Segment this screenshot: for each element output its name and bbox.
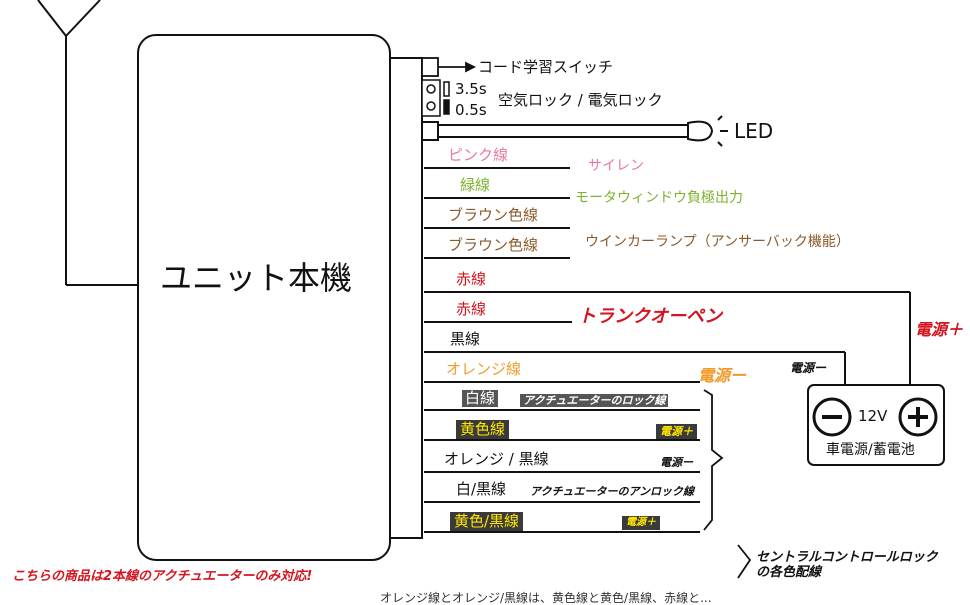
- lock-time-jumper: [421, 79, 450, 117]
- wire-name-label: ブラウン色線: [448, 236, 539, 254]
- unit-body: [137, 34, 391, 561]
- battery: [807, 384, 945, 466]
- wire-name-label: 緑線: [460, 176, 491, 194]
- wire-name-label: 黄色線: [456, 420, 510, 439]
- wire-function-label: アクチュエーターのアンロック線: [530, 485, 695, 498]
- wire-function-label: トランクオーペン: [578, 306, 722, 327]
- wire-name-label: 白線: [462, 390, 499, 407]
- wire-function-label: ウインカーランプ（アンサーバック機能）: [585, 234, 850, 250]
- lock-type-label: 空気ロック / 電気ロック: [498, 91, 663, 109]
- central-lock-bracket: [703, 389, 752, 579]
- power-plus-route: [572, 291, 911, 385]
- wire-function-label: 電源ー: [660, 456, 693, 469]
- wire-function-label: 電源＋: [622, 516, 660, 530]
- unit-title: ユニット本機: [160, 259, 353, 297]
- battery-caption: 車電源/蓄電池: [826, 442, 915, 458]
- wire-name-label: 黒線: [450, 330, 481, 348]
- wire-name-label: ブラウン色線: [448, 206, 539, 224]
- code-learning-switch: [421, 57, 477, 77]
- jumper-setting-0-5s: 0.5s: [455, 101, 487, 119]
- central-lock-note: セントラルコントロールロック の各色配線: [756, 550, 938, 580]
- power-minus-route: [424, 351, 846, 385]
- wire-function-label: サイレン: [588, 158, 644, 174]
- wire-function-label: モータウィンドウ負極出力: [575, 190, 743, 206]
- wire-name-label: 黄色/黒線: [450, 512, 524, 531]
- compatibility-notice: こちらの商品は2本線のアクチュエーターのみ対応!: [12, 569, 313, 584]
- wire-name-label: オレンジ / 黒線: [444, 450, 549, 468]
- connector-block: [389, 57, 423, 539]
- code-learning-switch-label: コード学習スイッチ: [478, 58, 614, 76]
- wire-name-label: 赤線: [456, 300, 487, 318]
- led-connector: [421, 115, 728, 147]
- wire-function-label: 電源ー: [698, 366, 747, 385]
- wire-name-label: 赤線: [456, 270, 487, 288]
- battery-voltage: 12V: [858, 407, 888, 425]
- battery-plus-label: 電源＋: [915, 320, 964, 339]
- wire-name-label: オレンジ線: [446, 360, 522, 378]
- wire-function-label: 電源＋: [656, 424, 697, 439]
- wire-lines: [424, 167, 700, 533]
- wire-name-label: ピンク線: [448, 146, 509, 164]
- wire-function-label: アクチュエーターのロック線: [520, 394, 669, 407]
- led-label: LED: [734, 119, 774, 143]
- wire-name-label: 白/黒線: [456, 480, 507, 498]
- battery-minus-label: 電源ー: [790, 361, 827, 375]
- footer-partial-text: オレンジ線とオレンジ/黒線は、黄色線と黄色/黒線、赤線と...: [380, 591, 712, 605]
- antenna: [37, 0, 140, 286]
- jumper-setting-3-5s: 3.5s: [455, 80, 487, 98]
